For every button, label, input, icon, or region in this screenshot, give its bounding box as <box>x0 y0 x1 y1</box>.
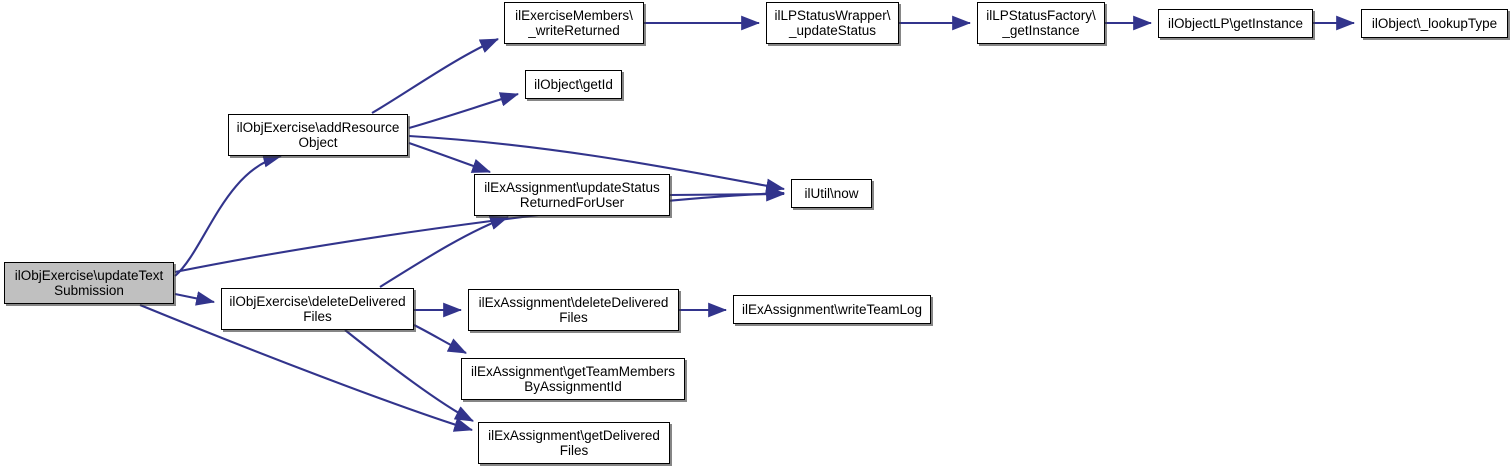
graph-node-n9[interactable]: ilUtil\now <box>791 179 872 208</box>
graph-node-n14[interactable]: ilExAssignment\writeTeamLog <box>733 295 931 324</box>
graph-node-label: ilExAssignment\deleteDelivered Files <box>478 295 669 325</box>
graph-node-label: ilLPStatusWrapper\ _updateStatus <box>774 8 891 38</box>
graph-node-label: ilExAssignment\updateStatus ReturnedForU… <box>484 180 660 210</box>
graph-node-n2[interactable]: ilObjExercise\deleteDelivered Files <box>221 288 414 330</box>
graph-node-n7[interactable]: ilExAssignment\getTeamMembers ByAssignme… <box>461 358 685 400</box>
graph-node-label: ilExAssignment\getTeamMembers ByAssignme… <box>470 364 676 394</box>
graph-node-n4[interactable]: ilObject\getId <box>525 70 622 99</box>
graph-node-n8[interactable]: ilExAssignment\getDelivered Files <box>478 422 670 464</box>
edge-n1-n4 <box>408 92 520 130</box>
graph-node-n1[interactable]: ilObjExercise\addResource Object <box>228 114 408 156</box>
graph-node-n11[interactable]: ilLPStatusFactory\ _getInstance <box>977 2 1105 44</box>
graph-node-label: ilExerciseMembers\ _writeReturned <box>515 8 633 38</box>
graph-node-label: ilObjExercise\addResource Object <box>236 120 400 150</box>
edge-n1-n3 <box>371 38 499 114</box>
edge-n0-n2 <box>174 291 216 306</box>
edge-n2-n5 <box>379 215 509 288</box>
graph-node-label: ilExAssignment\getDelivered Files <box>488 428 660 458</box>
graph-node-label: ilObjExercise\deleteDelivered Files <box>229 294 406 324</box>
edge-n5-n9 <box>669 186 786 202</box>
graph-node-label: ilObject\getId <box>534 77 613 92</box>
graph-node-n0[interactable]: ilObjExercise\updateText Submission <box>4 262 174 304</box>
graph-node-label: ilObjectLP\getInstance <box>1167 16 1304 31</box>
graph-node-label: ilUtil\now <box>804 186 859 201</box>
edge-n2-n8 <box>344 329 474 422</box>
edge-n0-n1 <box>174 153 283 277</box>
graph-node-label: ilObject\_lookupType <box>1371 16 1498 31</box>
graph-node-n12[interactable]: ilObjectLP\getInstance <box>1158 9 1313 38</box>
graph-node-n6[interactable]: ilExAssignment\deleteDelivered Files <box>468 289 679 331</box>
graph-node-n3[interactable]: ilExerciseMembers\ _writeReturned <box>504 2 644 44</box>
graph-node-n13[interactable]: ilObject\_lookupType <box>1361 9 1508 38</box>
edge-n2-n7 <box>413 324 467 354</box>
graph-node-label: ilExAssignment\writeTeamLog <box>741 302 923 317</box>
edge-n1-n5 <box>408 142 491 173</box>
edges-group <box>139 15 1356 432</box>
graph-node-n5[interactable]: ilExAssignment\updateStatus ReturnedForU… <box>474 174 670 216</box>
graph-node-n10[interactable]: ilLPStatusWrapper\ _updateStatus <box>766 2 899 44</box>
graph-node-label: ilObjExercise\updateText Submission <box>14 268 164 298</box>
graph-node-label: ilLPStatusFactory\ _getInstance <box>986 8 1096 38</box>
